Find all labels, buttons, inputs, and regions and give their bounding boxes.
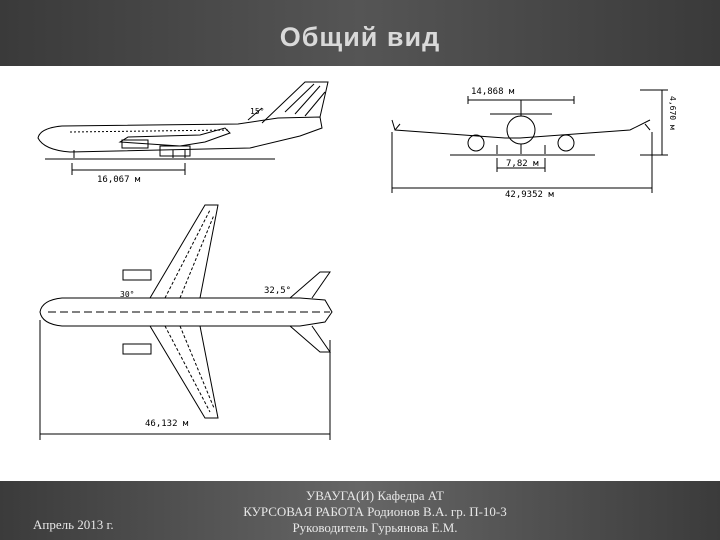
side-view-drawing <box>37 81 329 175</box>
front-track-label: 7,82 м <box>506 159 539 169</box>
title-bar <box>0 0 720 66</box>
top-view-drawing <box>39 204 333 440</box>
footer-info: УВАУГА(И) Кафедра АТ КУРСОВАЯ РАБОТА Род… <box>200 488 550 536</box>
slide-content: 15° 16,067 м <box>0 66 720 481</box>
footer-line-2: КУРСОВАЯ РАБОТА Родионов В.А. гр. П-10-3 <box>243 504 507 519</box>
footer-line-3: Руководитель Гурьянова Е.М. <box>292 520 458 535</box>
front-view-drawing <box>391 89 668 193</box>
slide-title: Общий вид <box>279 22 441 52</box>
front-span-top-label: 14,868 м <box>471 87 515 97</box>
front-span-label: 42,9352 м <box>505 190 554 200</box>
side-length-label: 16,067 м <box>97 175 141 185</box>
footer-date: Апрель 2013 г. <box>33 517 114 532</box>
top-angle-left-label: 30° <box>120 290 134 299</box>
footer-line-1: УВАУГА(И) Кафедра АТ <box>306 488 444 503</box>
aircraft-drawings: 15° 16,067 м <box>37 81 677 440</box>
top-length-label: 46,132 м <box>145 419 189 429</box>
front-height-label: 4,670 м <box>668 96 677 130</box>
footer-bar <box>0 481 720 540</box>
side-angle-label: 15° <box>250 107 264 116</box>
top-angle-right-label: 32,5° <box>264 286 291 296</box>
